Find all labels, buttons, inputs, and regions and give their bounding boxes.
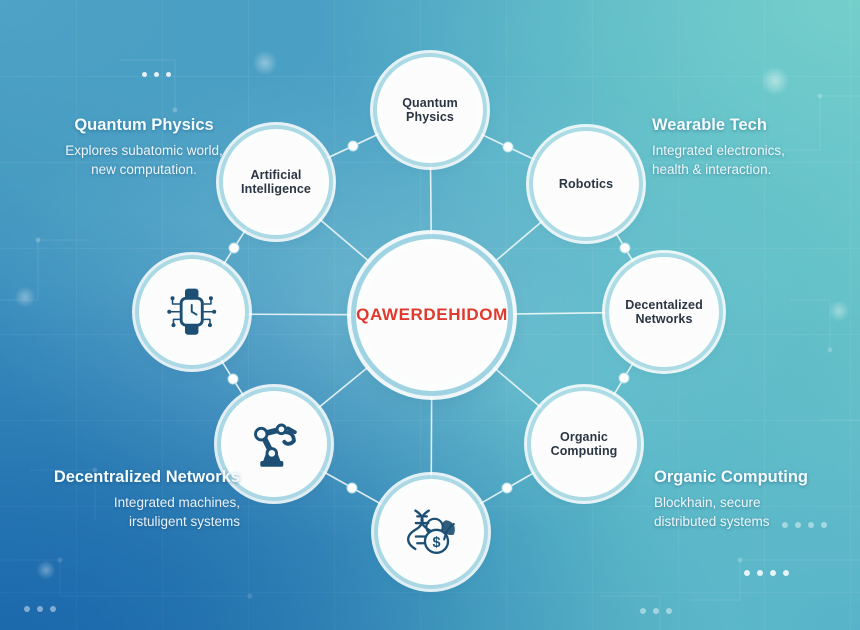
decor-dots <box>142 72 171 77</box>
smartwatch-circuit-icon <box>167 288 217 336</box>
node-center-hub[interactable]: QAWERDEHIDOM <box>356 246 507 384</box>
link-joint <box>618 372 630 384</box>
blurb-line: Blockhain, secure <box>654 495 761 510</box>
decor-dots <box>782 522 827 528</box>
node-label: Robotics <box>558 176 614 191</box>
blurb-line: health & interaction. <box>652 162 772 178</box>
blurb-title: Wearable Tech <box>652 116 767 134</box>
quantum-physics-blurb: Quantum Physics Explores subatomic world… <box>44 116 244 179</box>
node-biotech-finance[interactable]: $ <box>383 484 479 580</box>
blurb-body: Integrated electronics, health & interac… <box>652 141 852 179</box>
decor-dots <box>640 608 672 614</box>
node-robot-arm[interactable] <box>226 396 322 492</box>
blurb-line: distributed systems <box>654 514 770 530</box>
node-decentalized-networks[interactable]: Decentalized Networks <box>614 262 714 362</box>
node-organic-computing[interactable]: Organic Computing <box>536 396 632 492</box>
link-joint <box>619 242 631 254</box>
link-joint <box>228 242 240 254</box>
blurb-line: Integrated machines, <box>113 495 240 510</box>
link-joint <box>347 140 359 152</box>
node-label: Organic Computing <box>550 429 618 458</box>
node-label: Quantum Physics <box>402 95 458 124</box>
link-joint <box>346 482 358 494</box>
blurb-title: Decentralized Networks <box>53 468 240 486</box>
robot-arm-icon <box>254 423 298 468</box>
node-label: Artificial Intelligence <box>241 167 311 196</box>
decor-dots <box>24 606 56 612</box>
blurb-title: Organic Computing <box>654 468 808 486</box>
node-label: Decentalized Networks <box>625 297 703 326</box>
blurb-title: Quantum Physics <box>74 116 214 134</box>
link-joint <box>502 141 514 153</box>
blurb-body: Explores subatomic world, new computatio… <box>44 141 244 179</box>
blurb-line: Explores subatomic world, <box>65 143 223 158</box>
wearable-tech-blurb: Wearable Tech Integrated electronics, he… <box>652 116 852 179</box>
node-smartwatch[interactable] <box>144 264 240 360</box>
center-label: QAWERDEHIDOM <box>356 305 508 325</box>
node-quantum-physics[interactable]: Quantum Physics <box>382 62 478 158</box>
node-robotics[interactable]: Robotics <box>538 136 634 232</box>
dna-coin-leaf-icon: $ <box>407 509 456 555</box>
blurb-body: Integrated machines, irstuligent systems <box>28 493 240 531</box>
organic-computing-blurb: Organic Computing Blockhain, secure dist… <box>654 468 854 531</box>
blurb-line: Integrated electronics, <box>652 143 785 158</box>
svg-text:$: $ <box>433 535 441 551</box>
decentralized-networks-blurb: Decentralized Networks Integrated machin… <box>28 468 240 531</box>
link-joint <box>501 482 513 494</box>
decor-dots <box>744 570 789 576</box>
blurb-line: irstuligent systems <box>128 514 240 530</box>
link-joint <box>227 373 239 385</box>
blurb-body: Blockhain, secure distributed systems <box>654 493 854 531</box>
node-artificial-intelligence[interactable]: Artificial Intelligence <box>228 134 324 230</box>
blurb-line: new computation. <box>91 162 197 178</box>
